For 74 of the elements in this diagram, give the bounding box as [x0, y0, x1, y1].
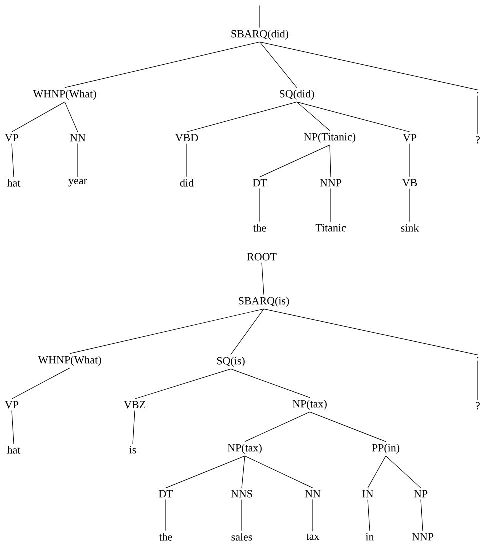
tree-label: VP — [403, 134, 417, 142]
tree-branch — [260, 144, 330, 178]
tree-branch — [262, 262, 264, 296]
tree-label: NP(Titanic) — [304, 133, 356, 143]
tree-branch — [70, 308, 264, 354]
tree-branch — [264, 308, 478, 356]
tree-label: VP — [5, 401, 19, 409]
tree-branch — [230, 368, 310, 398]
tree-label: SBARQ(is) — [239, 297, 290, 307]
tree-label: ? — [476, 402, 480, 410]
tree-label: Titanic — [316, 224, 346, 232]
tree-label: did — [180, 179, 194, 187]
tree-branch — [230, 308, 264, 356]
tree-label: NP(tax) — [292, 400, 327, 410]
tree-branch — [12, 368, 70, 400]
tree-label: NN — [305, 490, 321, 498]
tree-label: NP — [414, 490, 428, 498]
tree-branch — [310, 412, 386, 442]
tree-branch — [12, 410, 14, 444]
tree-branch — [12, 102, 66, 132]
tree-label: SQ(did) — [280, 90, 314, 100]
tree-label: sales — [232, 533, 252, 541]
tree-label: the — [159, 533, 172, 541]
tree-label: WHNP(What) — [38, 356, 102, 366]
tree-label: . — [477, 357, 479, 359]
tree-label: is — [130, 446, 136, 454]
tree-label: VP — [5, 134, 19, 142]
tree-label: WHNP(What) — [33, 90, 96, 100]
tree-branch — [64, 102, 78, 132]
tree-label: IN — [362, 490, 374, 498]
tree-label: NNP — [412, 533, 434, 541]
tree-label: VBD — [176, 134, 198, 142]
tree-label: DT — [158, 490, 174, 498]
tree-branch — [186, 102, 298, 132]
tree-label: NNS — [231, 490, 252, 498]
tree-branch — [330, 144, 332, 178]
tree-branch — [296, 102, 410, 132]
tree-label: SBARQ(did) — [232, 30, 289, 40]
tree-label: hat — [7, 446, 21, 454]
tree-label: ? — [476, 136, 480, 144]
tree-branch — [260, 42, 298, 88]
tree-label: in — [366, 533, 374, 541]
tree-label: NNP — [320, 179, 342, 187]
tree-label: year — [68, 179, 88, 187]
tree-branch — [368, 500, 370, 532]
tree-label: NN — [70, 134, 86, 142]
tree-branch — [242, 456, 246, 488]
tree-label: the — [253, 224, 266, 232]
tree-label: NP(tax) — [228, 444, 262, 454]
tree-branch — [330, 188, 332, 222]
tree-branch — [312, 500, 314, 532]
tree-label: VB — [402, 179, 418, 187]
tree-branch — [244, 456, 314, 488]
tree-label: VBZ — [124, 401, 146, 409]
tree-label: ROOT — [247, 253, 277, 261]
tree-label: DT — [252, 179, 268, 187]
tree-branch — [134, 368, 232, 400]
tree-branch — [166, 456, 246, 488]
tree-branch — [368, 456, 386, 488]
tree-branch — [244, 412, 310, 442]
tree-label: tax — [306, 534, 320, 540]
tree-label: sink — [401, 224, 420, 232]
tree-label: SQ(is) — [217, 357, 245, 367]
tree-branch — [132, 410, 136, 444]
tree-branch — [420, 500, 424, 532]
tree-branch — [260, 42, 478, 90]
tree-label: hat — [7, 179, 21, 187]
tree-branch — [64, 42, 260, 88]
tree-branch — [186, 144, 188, 178]
tree-branch — [12, 144, 14, 178]
tree-label: PP(in) — [372, 444, 400, 454]
tree-branch — [296, 102, 330, 132]
tree-label: . — [477, 92, 479, 94]
tree-branch — [386, 456, 422, 488]
